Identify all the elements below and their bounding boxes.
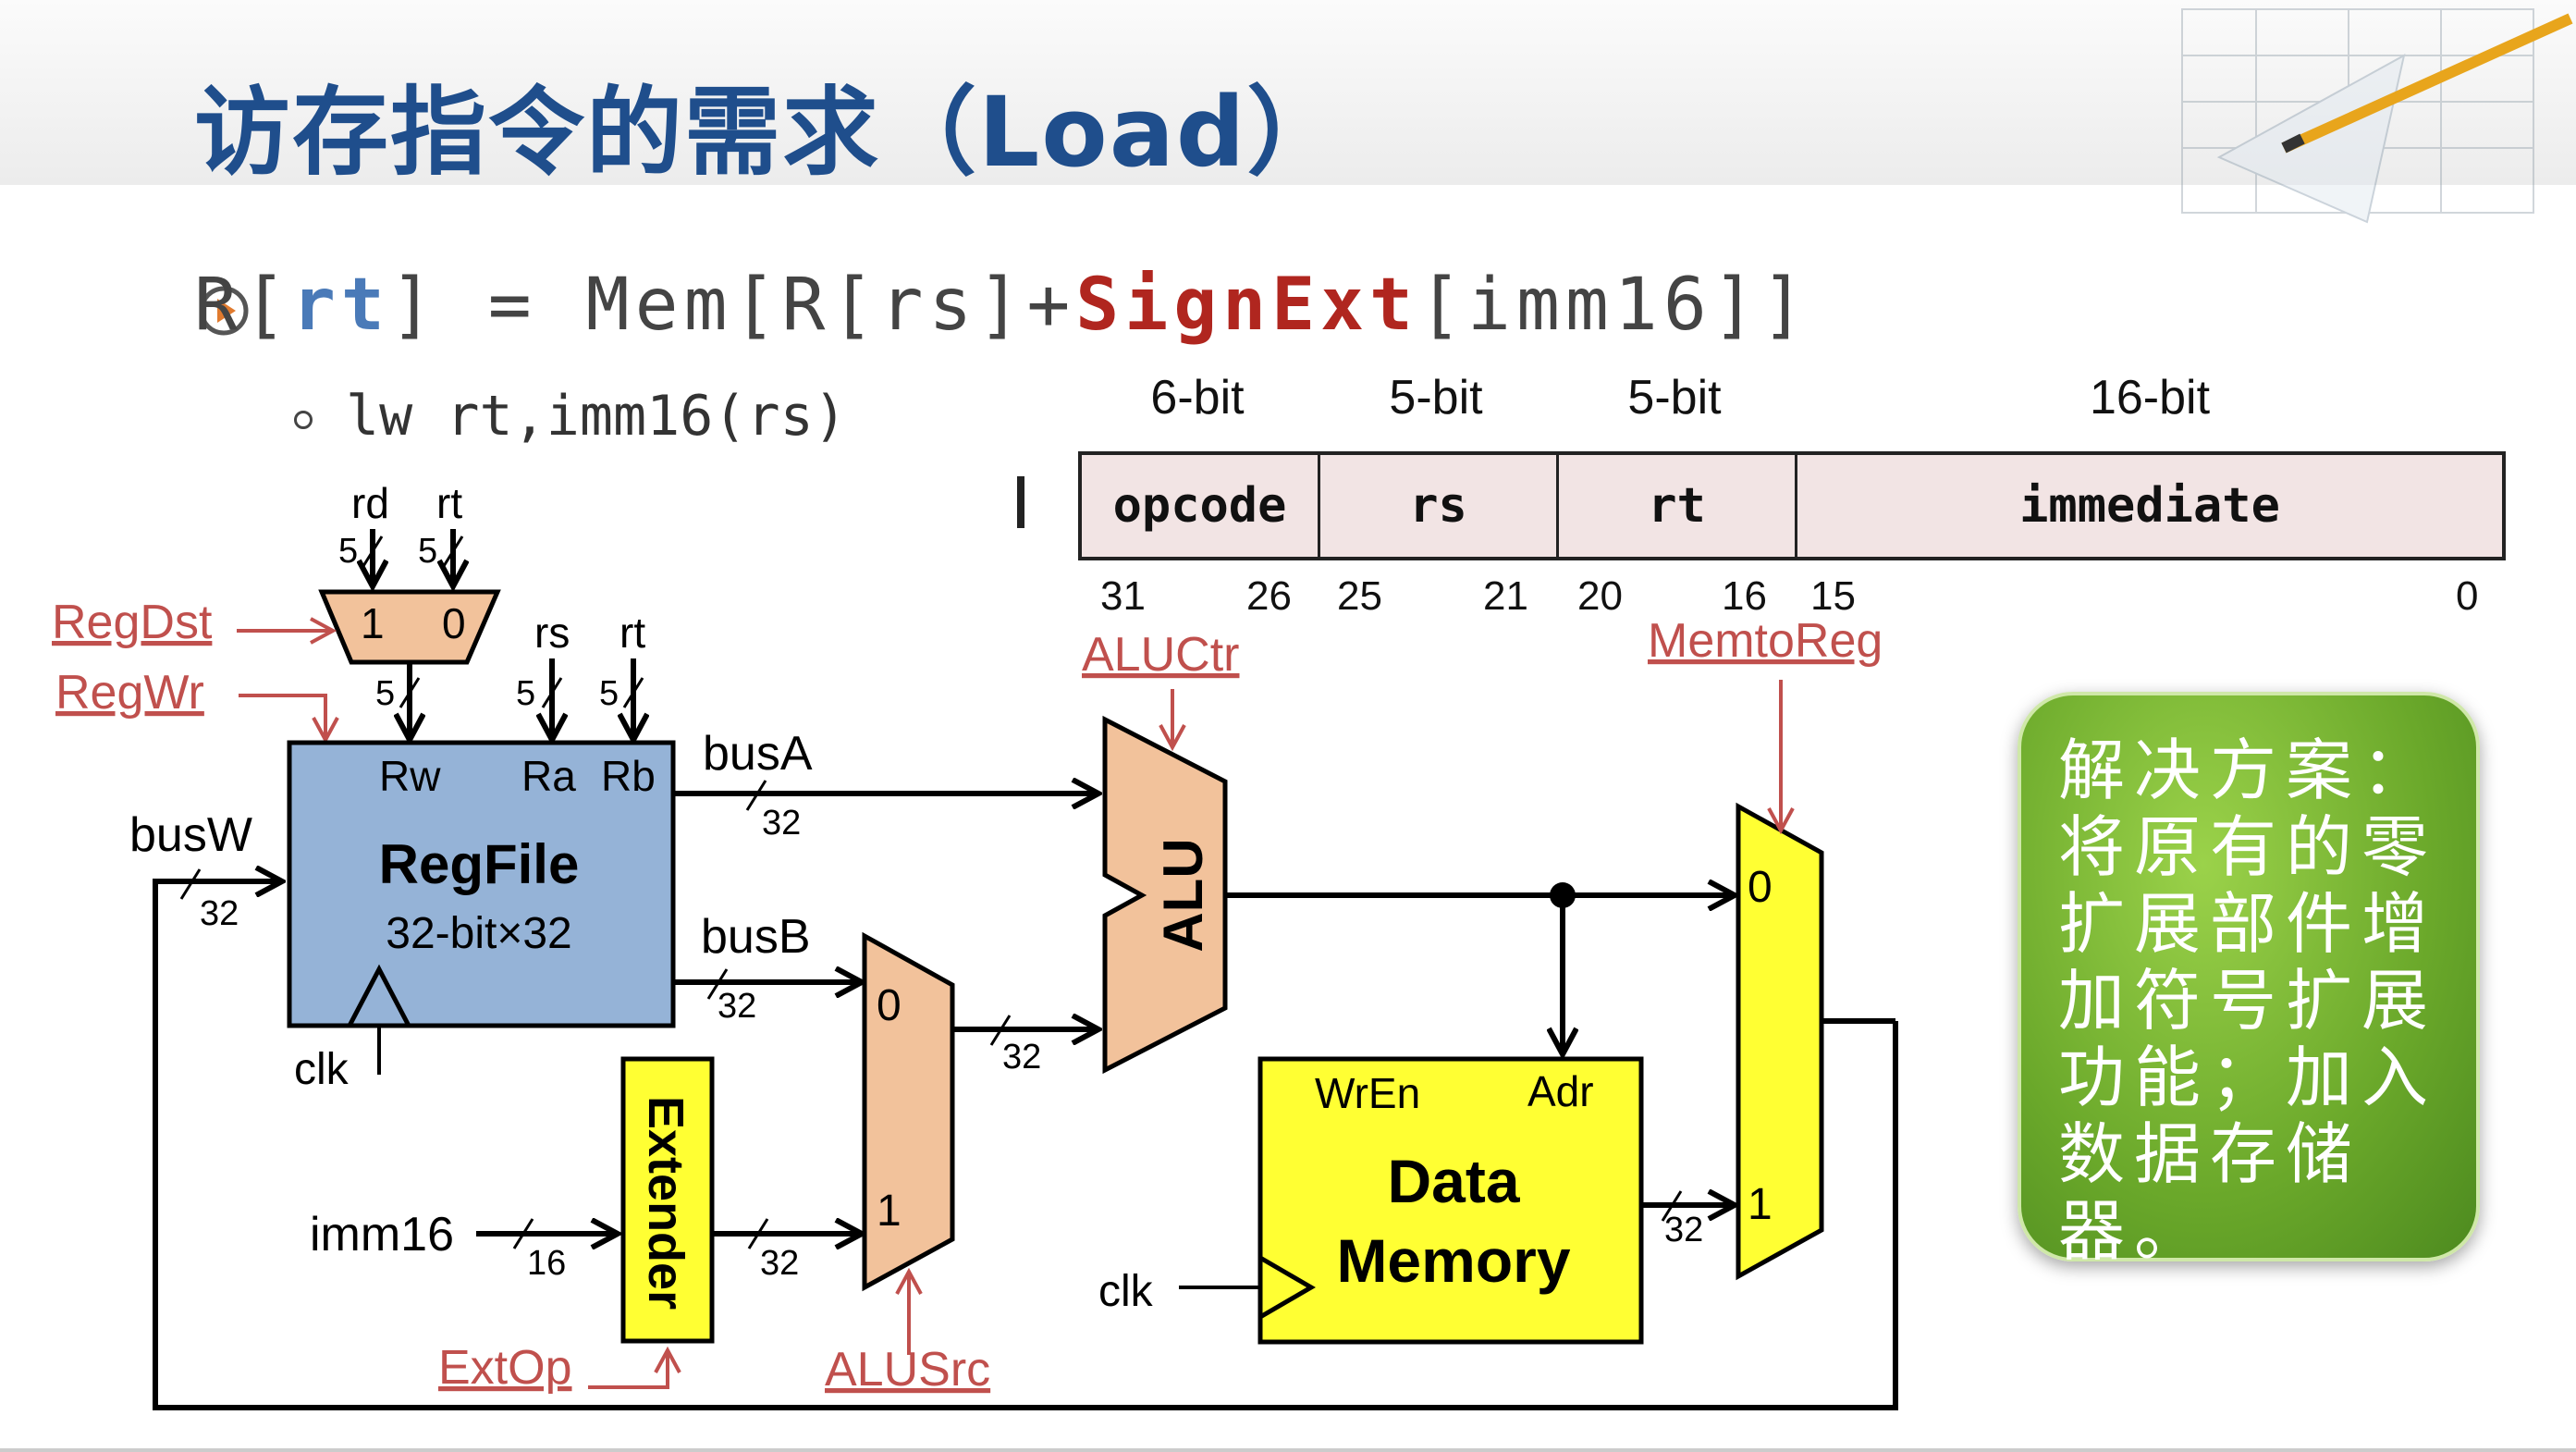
rs-label: rs xyxy=(534,609,570,657)
bit-15: 15 xyxy=(1810,573,1856,619)
busw-width: 32 xyxy=(200,894,239,933)
busw-label: busW xyxy=(129,808,252,862)
memory-out-width: 32 xyxy=(1664,1211,1703,1249)
bit-31: 31 xyxy=(1100,573,1146,619)
lw-syntax: lw rt,imm16(rs) xyxy=(287,384,847,449)
eq-signext: SignExt xyxy=(1075,264,1419,347)
memtoreg-in1: 1 xyxy=(1748,1180,1773,1229)
imm16-label: imm16 xyxy=(310,1208,454,1261)
regfile-name: RegFile xyxy=(379,833,580,895)
alusrc-in0: 0 xyxy=(877,981,902,1030)
busb-label: busB xyxy=(701,910,811,964)
solution-text: 解决方案：将原有的零扩展部件增加符号扩展功能；加入数据存储器。 xyxy=(2058,732,2438,1270)
field-opcode: opcode xyxy=(1082,455,1320,557)
memory-clock-triangle xyxy=(1258,1255,1316,1320)
extender-label: Extender xyxy=(638,1096,693,1310)
extop-signal: ExtOp xyxy=(438,1341,572,1395)
aluctr-signal: ALUCtr xyxy=(1082,628,1239,682)
field-width-rt: 5-bit xyxy=(1627,371,1722,425)
memtoreg-in0: 0 xyxy=(1748,863,1773,912)
alusrc-mux xyxy=(862,931,955,1292)
adr-port: Adr xyxy=(1527,1067,1594,1115)
regfile-clk: clk xyxy=(294,1045,350,1094)
alusrc-in1: 1 xyxy=(877,1187,902,1236)
busa-label: busA xyxy=(703,727,813,781)
regdst-signal: RegDst xyxy=(52,596,213,649)
title-band xyxy=(0,0,2576,185)
field-rs: rs xyxy=(1320,455,1559,557)
bit-0: 0 xyxy=(2456,573,2479,619)
rd-width: 5 xyxy=(338,532,358,571)
busw-wire xyxy=(153,881,1898,1410)
rb-port: Rb xyxy=(601,752,656,800)
field-immediate: immediate xyxy=(2019,478,2280,534)
memtoreg-signal: MemtoReg xyxy=(1648,614,1883,668)
memtoreg-mux xyxy=(1736,802,1824,1281)
ra-port: Ra xyxy=(521,752,576,800)
ra-width: 5 xyxy=(516,674,535,713)
regfile-clock-triangle xyxy=(347,964,411,1027)
regfile-size: 32-bit×32 xyxy=(386,909,572,958)
rw-width: 5 xyxy=(375,674,395,713)
bottom-rule xyxy=(0,1448,2576,1452)
eq-part2: ] = Mem[R[rs]+ xyxy=(389,264,1076,347)
bullet-icon xyxy=(199,286,249,336)
ext-out-width: 32 xyxy=(760,1244,799,1283)
data-memory-block xyxy=(1257,1056,1644,1345)
field-width-opcode: 6-bit xyxy=(1150,371,1245,425)
solution-callout: 解决方案：将原有的零扩展部件增加符号扩展功能；加入数据存储器。 xyxy=(2018,692,2480,1270)
bit-20: 20 xyxy=(1577,573,1623,619)
regdst-in1: 1 xyxy=(361,599,385,647)
eq-rt: rt xyxy=(291,264,390,347)
i-format-table: opcode rs rt immediate xyxy=(1078,451,2506,560)
rb-width: 5 xyxy=(599,674,619,713)
bit-16: 16 xyxy=(1722,573,1767,619)
rt-label: rt xyxy=(619,609,645,657)
alu-b-width: 32 xyxy=(1002,1038,1041,1077)
lw-syntax-text: lw rt,imm16(rs) xyxy=(346,384,847,449)
bit-21: 21 xyxy=(1483,573,1528,619)
i-format-marker xyxy=(1017,476,1024,528)
wren-port: WrEn xyxy=(1315,1069,1420,1117)
alu-block xyxy=(1102,715,1228,1075)
eq-part1: R[ xyxy=(194,264,292,347)
field-width-rs: 5-bit xyxy=(1389,371,1483,425)
regdst-mux xyxy=(318,589,501,665)
regdst-in0: 0 xyxy=(442,599,466,647)
busa-width: 32 xyxy=(762,804,801,843)
field-width-immediate: 16-bit xyxy=(2089,371,2211,425)
regfile-block xyxy=(287,740,676,1028)
rt-top-width: 5 xyxy=(418,532,437,571)
load-equation: R[rt] = Mem[R[rs]+SignExt[imm16]] xyxy=(194,264,1810,347)
imm16-width: 16 xyxy=(527,1244,566,1283)
eq-part3: [imm16]] xyxy=(1418,264,1810,347)
data-memory-line1: Data xyxy=(1387,1147,1520,1215)
page-title: 访存指令的需求（Load） xyxy=(194,76,1345,189)
alu-label: ALU xyxy=(1152,838,1214,952)
busb-width: 32 xyxy=(718,987,756,1026)
drafting-tools-decoration xyxy=(2181,8,2573,224)
extender-block xyxy=(620,1056,715,1344)
bit-25: 25 xyxy=(1337,573,1382,619)
sub-bullet-dot xyxy=(294,411,313,429)
field-rt: rt xyxy=(1559,455,1797,557)
regwr-signal: RegWr xyxy=(55,666,204,720)
rt-label-top: rt xyxy=(436,479,462,527)
rw-port: Rw xyxy=(379,752,441,800)
bit-26: 26 xyxy=(1246,573,1292,619)
data-memory-line2: Memory xyxy=(1336,1226,1570,1295)
rd-label: rd xyxy=(351,479,389,527)
memory-clk: clk xyxy=(1098,1267,1154,1316)
